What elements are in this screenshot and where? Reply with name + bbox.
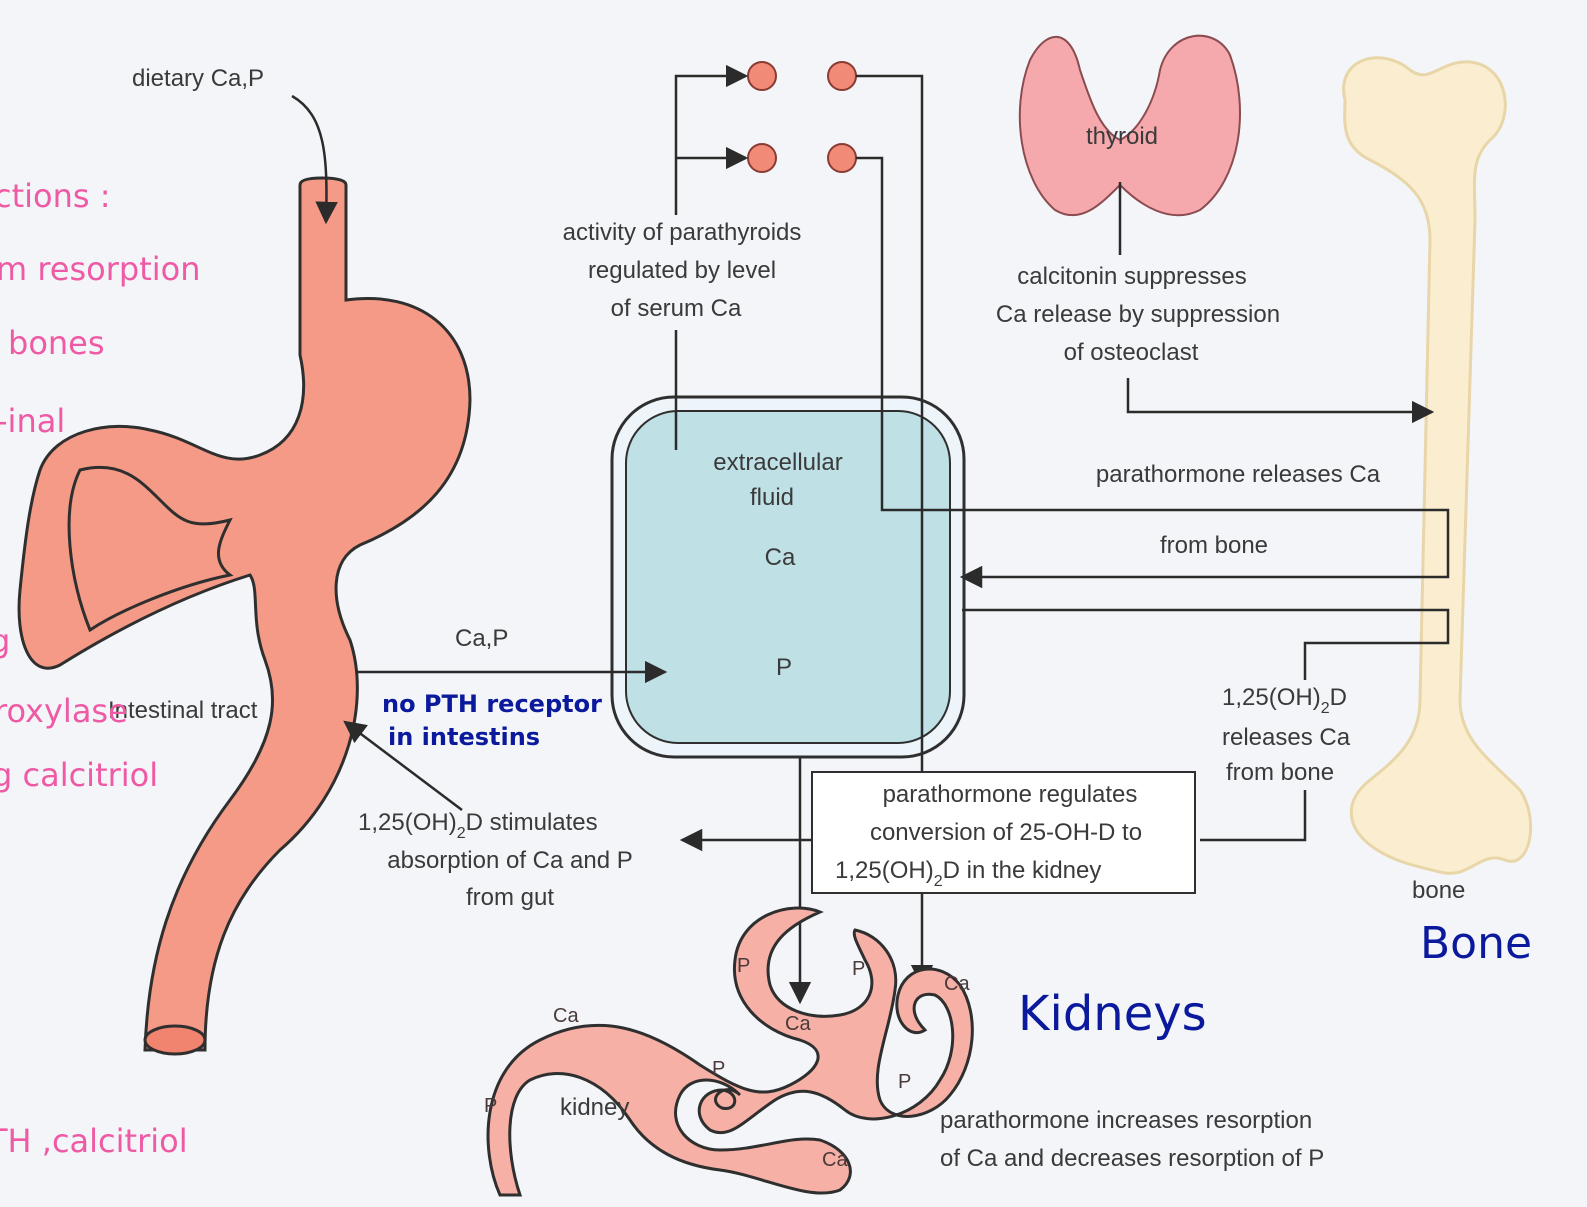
gi-tract-illustration [19,178,470,1054]
kidney-p-tag: P [852,958,865,980]
pink-note: -inal [0,402,65,440]
parathyroid-glands [748,62,856,172]
calcitonin-line1: calcitonin suppresses [1017,263,1246,290]
thyroid-label: thyroid [1086,123,1158,150]
kidney-ca-tag: Ca [822,1149,848,1171]
pth-kidney-line1: parathormone regulates [883,781,1138,808]
vitd-bone-line1: 1,25(OH)2D [1222,684,1347,717]
pink-note: g [0,622,10,660]
ecf-p-label: P [776,654,792,681]
pth-bone-line2: from bone [1160,532,1268,559]
calcitonin-line3: of osteoclast [1064,339,1199,366]
pth-bone-line1: parathormone releases Ca [1096,461,1381,488]
kidney-resorption-line2: of Ca and decreases resorption of P [940,1145,1324,1172]
vitd-bone-line3: from bone [1226,759,1334,786]
gut-input-label: Ca,P [455,625,508,652]
parathyroid-gland [828,144,856,172]
pink-note: g calcitriol [0,756,158,794]
pink-note: m resorption [0,250,201,288]
kidney-p-tag: P [484,1095,497,1117]
kidney-ca-tag: Ca [785,1013,811,1035]
kidney-tubule-illustration: P P Ca Ca Ca P P P Ca [484,908,972,1195]
bone-handwritten-label: Bone [1420,918,1532,969]
pink-note: ctions : [0,177,111,215]
kidney-resorption-line1: parathormone increases resorption [940,1107,1312,1134]
calcitonin-line2: Ca release by suppression [996,301,1280,328]
gut-stim-line3: from gut [466,884,554,911]
ecf-ca-label: Ca [765,544,796,571]
kidney-label: kidney [560,1094,629,1121]
vitd-bone-line2: releases Ca [1222,724,1351,751]
gut-stim-line1: 1,25(OH)2D stimulates [358,809,598,842]
pink-note: TH ,calcitriol [0,1122,188,1160]
extracellular-fluid-box: extracellular fluid Ca P [612,397,964,757]
gut-stim-line2: absorption of Ca and P [387,847,633,874]
parathyroid-gland [828,62,856,90]
kidney-p-tag: P [712,1058,725,1080]
ecf-label-line2: fluid [750,484,794,511]
parathyroid-note-line1: activity of parathyroids [563,219,802,246]
dietary-label: dietary Ca,P [132,65,264,92]
ecf-label-line1: extracellular [713,449,842,476]
no-pth-note-line1: no PTH receptor [382,690,602,718]
parathyroid-gland [748,144,776,172]
kidney-ca-tag: Ca [944,973,970,995]
intestinal-tract-label: Intestinal tract [108,697,258,724]
bone-label: bone [1412,877,1465,904]
no-pth-note-line2: in intestins [388,723,540,751]
pth-kidney-line2: conversion of 25-OH-D to [870,819,1142,846]
parathyroid-gland [748,62,776,90]
thyroid-illustration: thyroid [1020,36,1240,216]
pink-note: bones [8,324,105,362]
kidney-ca-tag: Ca [553,1005,579,1027]
kidney-p-tag: P [737,955,750,977]
kidney-p-tag: P [898,1071,911,1093]
parathyroid-note-line2: regulated by level [588,257,776,284]
pink-note: roxylase [0,692,128,730]
parathyroid-note-line3: of serum Ca [611,295,742,322]
kidneys-handwritten-label: Kidneys [1018,986,1207,1042]
